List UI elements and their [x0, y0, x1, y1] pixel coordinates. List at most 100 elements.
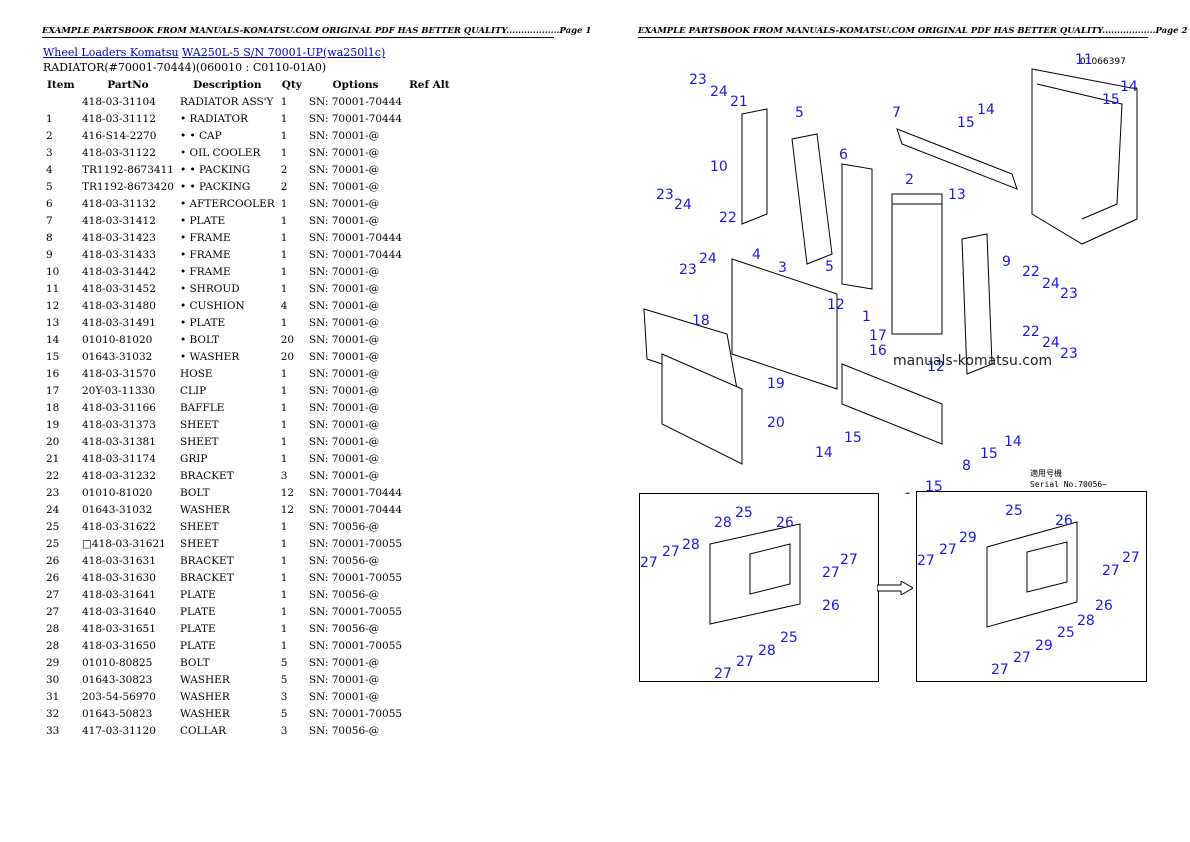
cell-description: • FRAME	[179, 231, 231, 244]
cell-item: 17	[46, 384, 60, 397]
cell-options: SN: 70001-@	[308, 690, 380, 703]
cell-options: SN: 70001-@	[308, 469, 380, 482]
callout-number: 14	[904, 491, 922, 494]
serial-note-line2: Serial No.70056~	[1030, 480, 1108, 489]
cell-qty: 1	[280, 197, 288, 210]
cell-description: RADIATOR ASS'Y	[179, 95, 274, 108]
cell-item: 26	[46, 554, 60, 567]
cell-description: HOSE	[179, 367, 213, 380]
callout-number: 15	[844, 430, 862, 446]
page-header-left: EXAMPLE PARTSBOOK FROM MANUALS-KOMATSU.C…	[42, 26, 592, 38]
cell-options: SN: 70001-@	[308, 350, 380, 363]
cell-item: 16	[46, 367, 60, 380]
cell-options: SN: 70001-70055	[308, 571, 403, 584]
cell-partno: 418-03-31480	[82, 299, 156, 312]
cell-partno: 418-03-31381	[82, 435, 156, 448]
cell-options: SN: 70001-70055	[308, 639, 403, 652]
cell-description: BRACKET	[179, 469, 234, 482]
callout-number: 12	[927, 359, 945, 375]
cell-item: 2	[46, 129, 53, 142]
cell-description: WASHER	[179, 503, 230, 516]
cell-qty: 1	[280, 452, 288, 465]
cell-partno: 418-03-31640	[82, 605, 156, 618]
cell-item: 3	[46, 146, 53, 159]
callout-number: 24	[710, 84, 728, 100]
col-description: Description	[193, 78, 262, 91]
cell-options: SN: 70001-70444	[308, 112, 403, 125]
cell-qty: 1	[280, 554, 288, 567]
cell-qty: 1	[280, 248, 288, 261]
callout-number: 23	[1060, 346, 1078, 362]
cell-description: SHEET	[179, 520, 219, 533]
cell-description: • • PACKING	[179, 180, 251, 193]
cell-item: 19	[46, 418, 60, 431]
cell-partno: 418-03-31622	[82, 520, 156, 533]
callout-number: 11	[1075, 52, 1093, 68]
cell-qty: 3	[280, 469, 288, 482]
cell-options: SN: 70001-@	[308, 163, 380, 176]
cell-qty: 1	[280, 622, 288, 635]
callout-number: 22	[719, 210, 737, 226]
cell-item: 5	[46, 180, 53, 193]
cell-options: SN: 70001-@	[308, 265, 380, 278]
cell-qty: 5	[280, 673, 288, 686]
cell-item: 25	[46, 520, 60, 533]
cell-options: SN: 70001-70055	[308, 707, 403, 720]
callout-number: 27	[1013, 650, 1031, 666]
cell-item: 27	[46, 605, 60, 618]
cell-partno: 418-03-31631	[82, 554, 156, 567]
cell-options: SN: 70001-@	[308, 316, 380, 329]
cell-description: • BOLT	[179, 333, 220, 346]
callout-number: 2	[905, 172, 914, 188]
cell-options: SN: 70001-70055	[308, 605, 403, 618]
cell-qty: 1	[280, 588, 288, 601]
cell-partno: 203-54-56970	[82, 690, 156, 703]
cell-qty: 12	[280, 503, 295, 516]
cell-description: • CUSHION	[179, 299, 245, 312]
cell-options: SN: 70001-@	[308, 129, 380, 142]
breadcrumb-link-model[interactable]: WA250L-5 S/N 70001-UP(wa250l1c)	[182, 46, 386, 59]
callout-number: 26	[822, 598, 840, 614]
cell-partno: 418-03-31412	[82, 214, 156, 227]
cell-description: BRACKET	[179, 571, 234, 584]
breadcrumb-link-category[interactable]: Wheel Loaders Komatsu	[43, 46, 179, 59]
callout-number: 14	[1120, 79, 1138, 95]
callout-number: 4	[752, 247, 761, 263]
callout-number: 27	[640, 555, 658, 571]
callout-number: 5	[795, 105, 804, 121]
cell-description: GRIP	[179, 452, 208, 465]
cell-description: • AFTERCOOLER	[179, 197, 275, 210]
cell-options: SN: 70001-@	[308, 180, 380, 193]
cell-options: SN: 70001-@	[308, 656, 380, 669]
cell-item: 14	[46, 333, 60, 346]
cell-qty: 1	[280, 146, 288, 159]
cell-item: 30	[46, 673, 60, 686]
cell-options: SN: 70001-70055	[308, 537, 403, 550]
cell-options: SN: 70001-@	[308, 146, 380, 159]
callout-number: 27	[662, 544, 680, 560]
callout-number: 19	[767, 376, 785, 392]
cell-description: BAFFLE	[179, 401, 225, 414]
cell-description: CLIP	[179, 384, 207, 397]
callout-number: 27	[917, 553, 935, 569]
watermark: manuals-komatsu.com	[893, 353, 1053, 369]
cell-qty: 1	[280, 265, 288, 278]
callout-number: 10	[710, 159, 728, 175]
